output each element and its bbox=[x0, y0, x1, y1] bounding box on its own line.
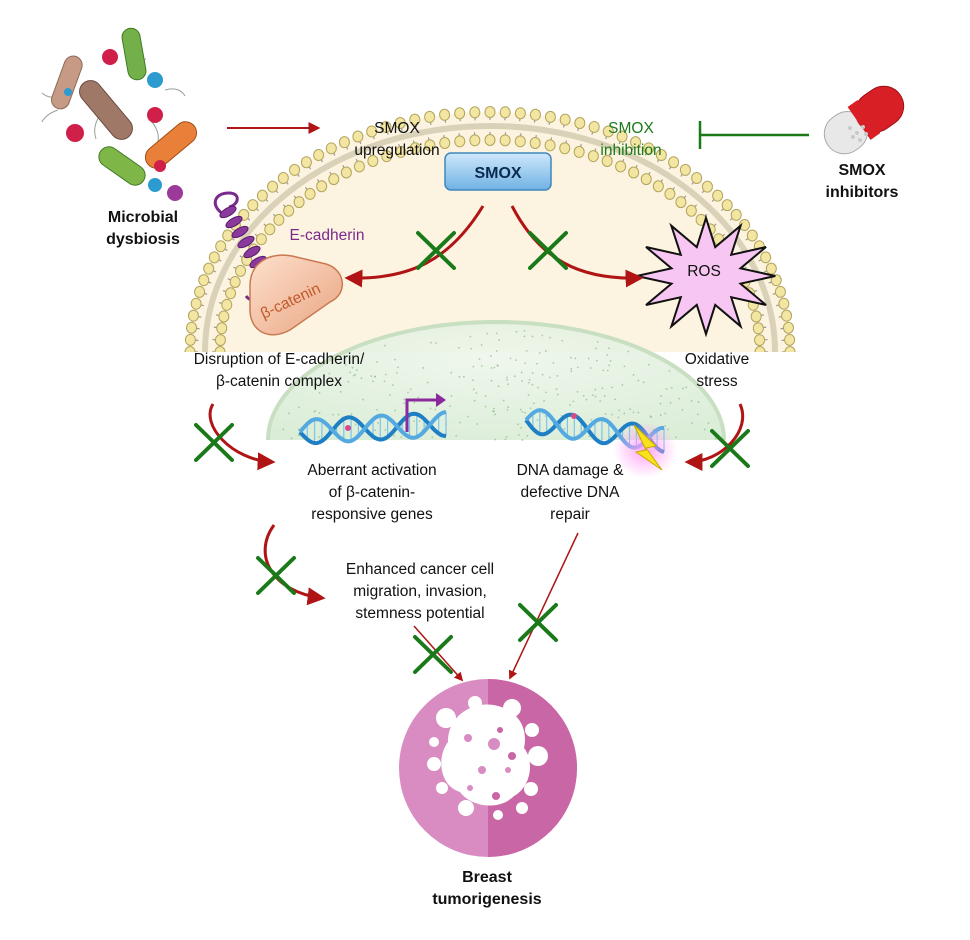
enhanced-label-1: Enhanced cancer cell bbox=[346, 561, 494, 578]
arrow-dna-to-tumor bbox=[508, 532, 579, 680]
cross-dna bbox=[518, 603, 558, 642]
enhanced-label-2: migration, invasion, bbox=[353, 583, 487, 600]
oxidative-label-2: stress bbox=[696, 373, 738, 390]
disruption-label-2: β-catenin complex bbox=[216, 373, 342, 390]
enhanced-label-3: stemness potential bbox=[355, 605, 484, 622]
dna-damage-label-3: repair bbox=[550, 506, 590, 523]
text-labels: Microbial dysbiosis SMOX upregulation SM… bbox=[106, 120, 898, 908]
microbial-label-2: dysbiosis bbox=[106, 231, 180, 248]
microbial-label-1: Microbial bbox=[108, 209, 178, 226]
pill-granules bbox=[848, 125, 868, 142]
smox-inhibition-label-2: inhibition bbox=[600, 142, 661, 159]
breast-label-1: Breast bbox=[462, 869, 512, 886]
dna-damage-label-2: defective DNA bbox=[520, 484, 620, 501]
dna-damage-label-1: DNA damage & bbox=[517, 462, 624, 479]
beta-catenin-shape bbox=[249, 254, 344, 336]
cross-enhanced bbox=[413, 635, 453, 674]
e-cadherin-label: E-cadherin bbox=[290, 227, 365, 244]
smox-enzyme-box bbox=[444, 152, 552, 191]
smox-inhibitors-label-2: inhibitors bbox=[826, 184, 899, 201]
smox-upregulation-label-1: SMOX bbox=[374, 120, 420, 137]
smox-inhibition-label-1: SMOX bbox=[608, 120, 654, 137]
oxidative-label-1: Oxidative bbox=[685, 351, 750, 368]
nucleus bbox=[266, 320, 726, 441]
bacteria-cluster-icon bbox=[41, 27, 198, 201]
cross-aberrant bbox=[256, 556, 296, 595]
aberrant-label-2: of β-catenin- bbox=[329, 484, 415, 501]
aberrant-label-3: responsive genes bbox=[311, 506, 433, 523]
cross-oxidative bbox=[710, 429, 750, 468]
aberrant-label-1: Aberrant activation bbox=[307, 462, 436, 479]
arrow-oxidative-to-dna bbox=[684, 403, 745, 471]
cross-ros bbox=[528, 231, 568, 270]
ros-label: ROS bbox=[687, 263, 721, 280]
capsule-pill-icon bbox=[823, 85, 905, 155]
inhibition-line bbox=[698, 121, 809, 149]
inhibition-crosses bbox=[194, 231, 750, 674]
ros-burst-shape bbox=[636, 214, 776, 338]
cross-ecadherin bbox=[416, 231, 456, 270]
smox-inhibitors-label-1: SMOX bbox=[838, 162, 885, 179]
tumor-cell-icon bbox=[399, 679, 577, 857]
arrow-disruption-to-aberrant bbox=[208, 403, 276, 471]
transcription-arrow-head bbox=[436, 393, 446, 407]
arrow-smox-to-ecadherin bbox=[344, 205, 485, 288]
arrow-enhanced-to-tumor bbox=[413, 625, 464, 682]
smox-upregulation-label-2: upregulation bbox=[354, 142, 439, 159]
smox-box-label: SMOX bbox=[474, 165, 521, 182]
cross-disruption bbox=[194, 423, 234, 462]
dna-helix-icon bbox=[298, 410, 447, 446]
lightning-bolt-icon bbox=[613, 422, 677, 478]
arrow-smox-to-ros bbox=[510, 205, 644, 288]
breast-label-2: tumorigenesis bbox=[432, 891, 541, 908]
disruption-label-1: Disruption of E-cadherin/ bbox=[194, 351, 365, 368]
transcription-arrow-icon bbox=[405, 398, 440, 432]
arrow-aberrant-to-enhanced bbox=[263, 524, 326, 606]
